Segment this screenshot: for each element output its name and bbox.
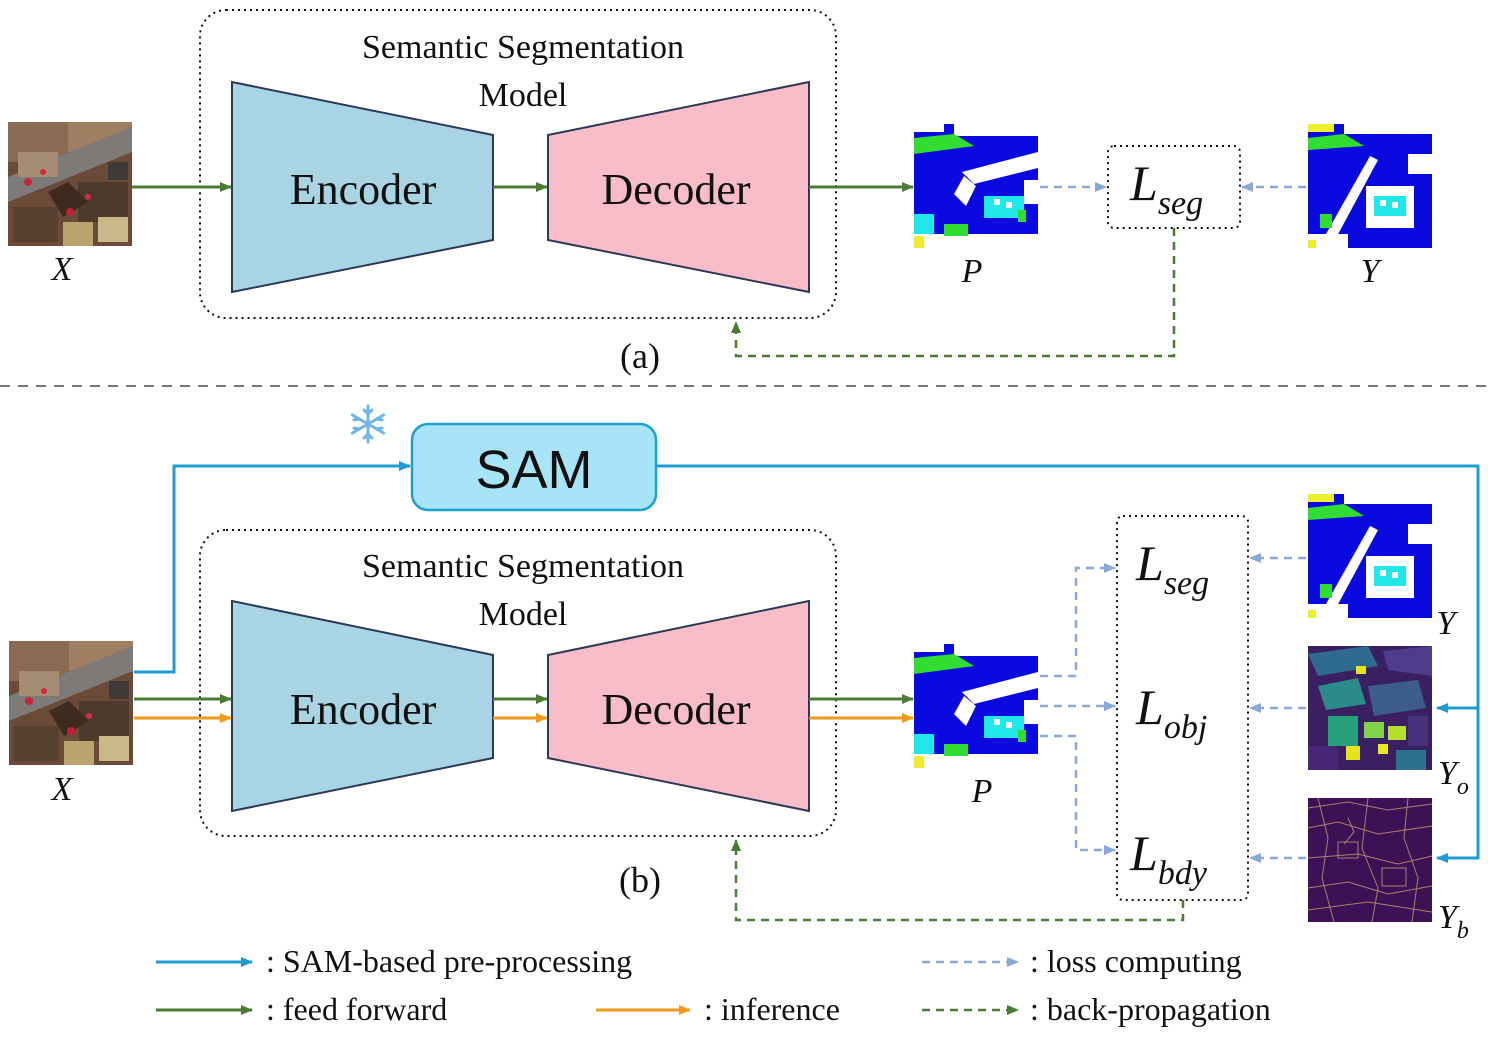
panel-a: X Semantic Segmentation Model Encoder De… — [8, 9, 1432, 376]
sam-object-image — [1308, 646, 1432, 770]
loss-arrow-pred-seg — [1040, 563, 1116, 678]
loss-seg-b: Lseg — [1135, 535, 1209, 602]
legend-loss-label: : loss computing — [1030, 943, 1242, 979]
legend-backprop-label: : back-propagation — [1030, 991, 1271, 1027]
panel-b: SAM X Semantic Segmentation Model Encode… — [9, 404, 1480, 944]
model-title-line2-a: Model — [479, 77, 568, 114]
legend-inference-label: : inference — [704, 991, 840, 1027]
model-box-a — [199, 9, 837, 319]
obj-label: Yo — [1438, 755, 1469, 800]
pred-label-b: P — [971, 773, 993, 810]
pred-label-a: P — [961, 253, 983, 290]
loss-box-a — [1107, 145, 1241, 229]
prediction-image-b — [914, 644, 1038, 768]
backprop-arrow-b — [731, 839, 1185, 922]
legend-forward-label: : feed forward — [266, 991, 447, 1027]
encoder-block-a — [231, 80, 494, 294]
gt-label-b: Y — [1437, 605, 1459, 642]
caption-b: (b) — [619, 860, 661, 900]
gt-image-b — [1308, 494, 1432, 618]
encoder-label-b: Encoder — [290, 685, 437, 734]
prediction-image-a — [914, 124, 1038, 248]
loss-bdy-b: Lbdy — [1129, 825, 1208, 892]
loss-seg-a: Lseg — [1129, 155, 1203, 222]
model-title-line1-b: Semantic Segmentation — [362, 548, 684, 585]
loss-arrow-pred-bdy — [1040, 734, 1116, 855]
decoder-label-a: Decoder — [601, 165, 750, 214]
model-title-line1-a: Semantic Segmentation — [362, 29, 684, 66]
input-image-a — [8, 122, 132, 246]
decoder-block-b — [547, 599, 810, 813]
legend-sam-label: : SAM-based pre-processing — [266, 943, 632, 979]
backprop-arrow-a — [731, 228, 1176, 358]
gt-image-a — [1308, 124, 1432, 248]
caption-a: (a) — [620, 336, 660, 376]
sam-arrow-input — [134, 461, 411, 674]
legend: : SAM-based pre-processing : loss comput… — [156, 943, 1271, 1027]
decoder-block-a — [547, 80, 810, 294]
bdy-label: Yb — [1438, 899, 1469, 944]
input-image-b — [9, 641, 133, 765]
loss-box-b — [1116, 515, 1249, 901]
sam-boundary-image — [1307, 797, 1433, 923]
encoder-block-b — [231, 599, 494, 813]
input-label-a: X — [50, 251, 74, 288]
gt-label-a: Y — [1361, 253, 1383, 290]
input-label-b: X — [50, 771, 74, 808]
model-box-b — [199, 529, 837, 837]
sam-label: SAM — [475, 440, 592, 500]
sam-arrow-bdy — [656, 464, 1480, 863]
loss-obj-b: Lobj — [1135, 679, 1207, 746]
snowflake-icon — [350, 404, 386, 444]
encoder-label-a: Encoder — [290, 165, 437, 214]
model-title-line2-b: Model — [479, 596, 568, 633]
decoder-label-b: Decoder — [601, 685, 750, 734]
